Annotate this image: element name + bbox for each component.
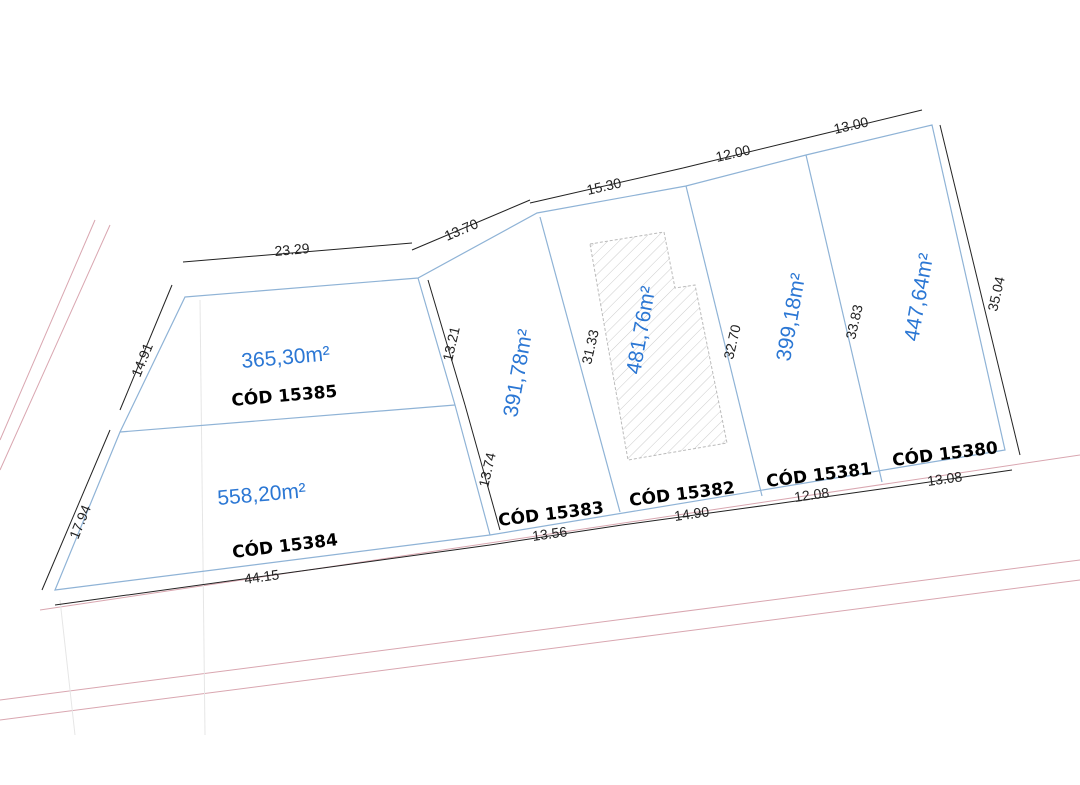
area-15385: 365,30m²: [240, 342, 330, 373]
dim-top-15382: 15.30: [585, 174, 623, 198]
dim-top-15385: 23.29: [274, 240, 311, 259]
code-15382: CÓD 15382: [628, 476, 736, 511]
building-footprint: [589, 231, 728, 461]
dim-diag: 13.70: [442, 215, 481, 244]
dim-bottom-15382: 14.90: [673, 503, 710, 524]
dim-right-15380: 35.04: [984, 275, 1008, 313]
code-15380: CÓD 15380: [891, 436, 999, 471]
dim-right-15385: 13.21: [439, 325, 463, 363]
dim-bottom-15384: 44.15: [243, 566, 280, 587]
dim-div-15381: 33.83: [842, 303, 866, 341]
dim-bottom-15381: 12.08: [793, 484, 830, 505]
area-15384: 558,20m²: [216, 479, 306, 510]
dim-right-15384: 13.74: [475, 451, 499, 489]
dim-div-15383: 31.33: [578, 328, 602, 366]
code-labels: CÓD 15385 CÓD 15384 CÓD 15383 CÓD 15382 …: [231, 380, 1000, 563]
dim-top-15380: 13.00: [832, 113, 870, 137]
dim-div-15382: 32.70: [720, 323, 744, 361]
dim-left-upper: 14.91: [128, 340, 156, 379]
dim-left-lower: 17.94: [66, 502, 94, 541]
dimension-lines: [41, 109, 1021, 606]
code-15385: CÓD 15385: [231, 380, 339, 411]
area-15380: 447,64m²: [900, 251, 938, 342]
dim-top-15381: 12.00: [714, 141, 752, 165]
area-15381: 399,18m²: [772, 271, 810, 362]
road-lines: [0, 219, 1080, 736]
dim-bottom-15383: 13.56: [531, 523, 568, 544]
dim-bottom-15380: 13.08: [926, 468, 963, 489]
lot-boundaries: [54, 124, 1006, 591]
code-15384: CÓD 15384: [231, 528, 339, 563]
area-15383: 391,78m²: [499, 327, 537, 418]
